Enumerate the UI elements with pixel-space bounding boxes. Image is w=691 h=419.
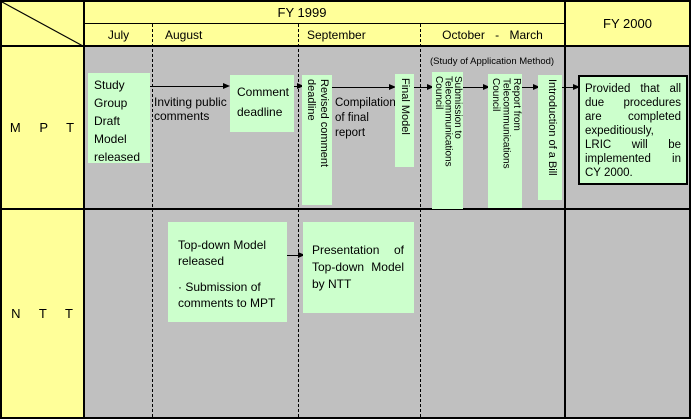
header-body-divider: [2, 45, 689, 47]
column-separator-august-september: [298, 24, 299, 417]
introduction-bill-box: Introduction of a Bill: [538, 75, 562, 200]
topdown-model-box: Top-down Model released · Submission of …: [168, 222, 287, 322]
study-application-method-note: (Study of Application Method): [430, 56, 555, 67]
header-background: [2, 2, 689, 46]
arrow-submission-to-report: [463, 84, 490, 90]
mpt-ntt-divider: [2, 208, 689, 210]
submission-comments-text: · Submission of comments to MPT: [178, 280, 276, 310]
arrow-bill-to-provided: [562, 84, 580, 90]
arrow-comment-to-revised: [294, 83, 304, 89]
provided-lric-box: Provided that all due procedures are com…: [578, 75, 688, 185]
comment-deadline-box: Comment deadline: [230, 75, 294, 132]
column-separator-july-august: [152, 24, 153, 417]
month-september: September: [307, 28, 366, 42]
mpt-row-label: M P T: [9, 119, 76, 135]
arrow-report-to-bill: [522, 84, 540, 90]
fy1999-label: FY 1999: [277, 5, 327, 20]
mpt-label-cell: [2, 46, 83, 208]
compilation-final-report-label: Compilation of final report: [335, 97, 396, 139]
arrow-final-to-submission: [414, 84, 434, 90]
arrow-revised-to-final: [332, 84, 396, 90]
ntt-label-cell: [2, 210, 83, 417]
ntt-row-label: N T T: [11, 306, 74, 321]
fy2000-header: FY 2000: [566, 2, 689, 45]
column-separator-september-october: [420, 24, 421, 417]
presentation-topdown-box: Presentation of Top-down Model by NTT: [303, 222, 414, 313]
arrow-study-to-comment: [150, 83, 230, 89]
final-model-box: Final Model: [395, 74, 414, 167]
arrow-topdown-to-presentation: [287, 252, 305, 258]
diagonal-divider: [2, 2, 83, 46]
month-october-march: October - March: [442, 28, 543, 42]
month-august: August: [165, 28, 203, 42]
study-group-draft-model-box: Study Group Draft Model released: [88, 73, 150, 164]
fy1999-header: FY 1999: [87, 2, 517, 23]
month-july: July: [107, 28, 130, 42]
report-council-box: Report from Telecommunications Council: [488, 74, 522, 208]
revised-comment-deadline-box: Revised comment deadline: [302, 75, 332, 205]
inviting-public-comments-label: Inviting public comments: [154, 95, 227, 123]
fy2000-label: FY 2000: [603, 16, 652, 31]
fy1999-months-divider: [85, 23, 564, 24]
submission-council-box: Submission to Telecommunications Council: [432, 72, 463, 209]
topdown-released-text: Top-down Model released: [178, 238, 267, 268]
